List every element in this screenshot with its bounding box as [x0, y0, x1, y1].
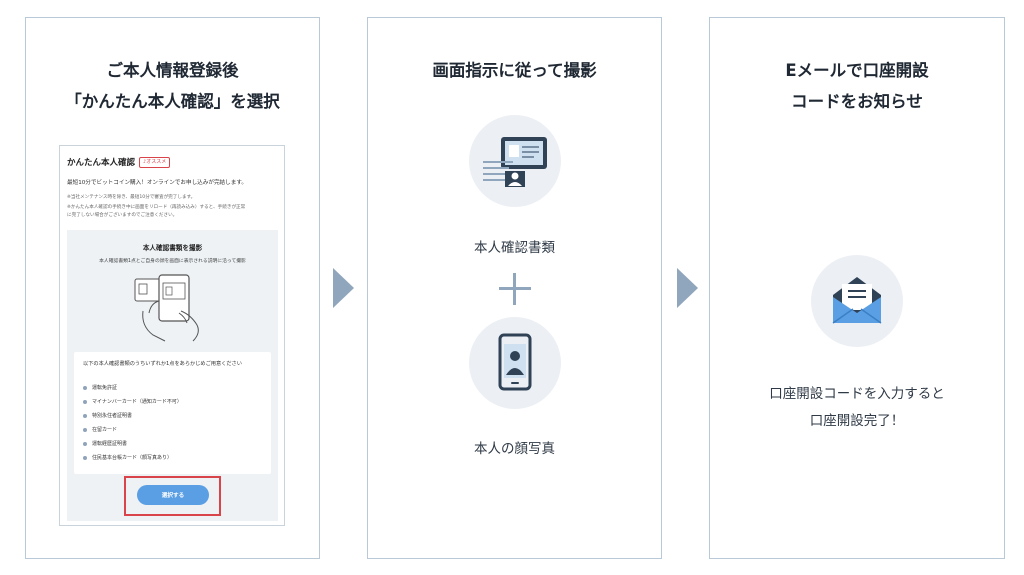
mail-icon: [811, 255, 903, 347]
list-item: 運転免許証: [83, 384, 117, 391]
smartphone-face-svg: [498, 333, 532, 391]
id-document-svg: [483, 137, 547, 187]
face-photo-caption: 本人の顔写真: [474, 441, 555, 457]
id-document-caption: 本人確認書類: [474, 240, 555, 256]
recommend-badge: ♪オススメ: [139, 156, 171, 168]
arrow-right-icon: [677, 268, 698, 308]
step-3-panel: Eメールで口座開設 コードをお知らせ 口座開設コードを入力すると 口座開設完了！: [709, 17, 1005, 559]
document-list: 以下の本人確認書類のうちいずれか1点をあらかじめご用意ください 運転免許証 マイ…: [74, 352, 271, 474]
step-2-panel: 画面指示に従って撮影 本人確認書類 本人の顔写真: [367, 17, 662, 559]
id-document-icon: [469, 115, 561, 207]
mail-svg: [832, 277, 882, 324]
phone-photo-illustration-icon: [134, 274, 199, 342]
completion-message: 口座開設コードを入力すると 口座開設完了！: [769, 386, 945, 429]
list-item: 特別永住者証明書: [83, 412, 132, 419]
bullet-icon: [83, 413, 87, 418]
list-item: 在留カード: [83, 426, 117, 433]
step-1-title: ご本人情報登録後 「かんたん本人確認」を選択: [65, 61, 280, 111]
mock-header: かんたん本人確認 ♪オススメ: [67, 156, 171, 168]
app-screen-mockup: かんたん本人確認 ♪オススメ 最短10分でビットコイン購入！オンラインでお申し込…: [59, 145, 285, 526]
mock-note-1: ※当社メンテナンス時を除き、最短10分で審査が完了します。: [67, 195, 196, 200]
box-description: 本人確認書類1点とご自身の顔を画面に表示される説明に沿って撮影: [99, 259, 246, 264]
bullet-icon: [83, 427, 87, 432]
mock-note-2: ※かんたん本人確認の手続き中に画面をリロード（再読み込み）すると、手続きが正常: [67, 205, 246, 210]
mock-title: かんたん本人確認: [67, 158, 136, 168]
step-2-title: 画面指示に従って撮影: [432, 61, 597, 80]
box-title: 本人確認書類を撮影: [142, 244, 203, 252]
bullet-icon: [83, 385, 87, 390]
arrow-right-icon: [333, 268, 354, 308]
select-button-highlight: 選択する: [124, 476, 221, 516]
select-button[interactable]: 選択する: [137, 485, 209, 505]
plus-icon: [499, 273, 531, 305]
photo-instruction-box: 本人確認書類を撮影 本人確認書類1点とご自身の顔を画面に表示される説明に沿って撮…: [67, 230, 278, 521]
step-3-title: Eメールで口座開設 コードをお知らせ: [785, 61, 929, 111]
list-item: 運転経歴証明書: [83, 440, 127, 447]
mock-lead-text: 最短10分でビットコイン購入！オンラインでお申し込みが完結します。: [67, 180, 247, 186]
bullet-icon: [83, 441, 87, 446]
mock-note-3: に完了しない場合がございますのでご注意ください。: [67, 213, 178, 218]
bullet-icon: [83, 399, 87, 404]
bullet-icon: [83, 455, 87, 460]
list-item: 住民基本台帳カード（顔写真あり）: [83, 454, 172, 461]
document-list-heading: 以下の本人確認書類のうちいずれか1点をあらかじめご用意ください: [83, 361, 242, 367]
list-item: マイナンバーカード（通知カード不可）: [83, 398, 182, 405]
smartphone-face-icon: [469, 317, 561, 409]
